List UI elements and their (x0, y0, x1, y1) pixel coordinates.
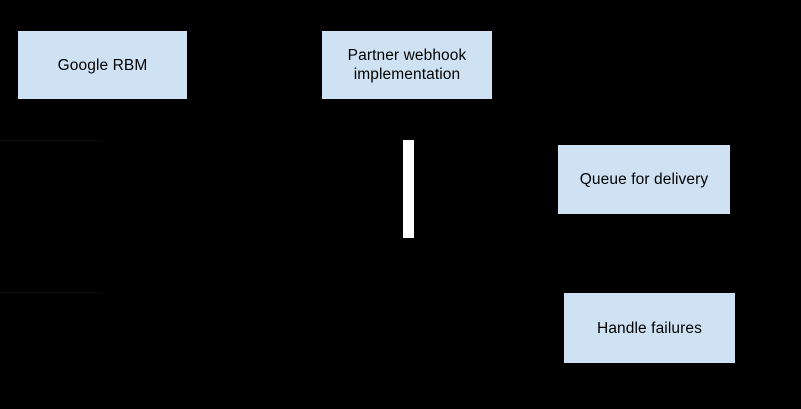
faint-rule-upper (0, 140, 103, 141)
node-partner-webhook-implementation[interactable]: Partner webhook implementation (322, 31, 492, 99)
vertical-connector-line (403, 140, 414, 238)
node-queue-for-delivery[interactable]: Queue for delivery (558, 145, 730, 214)
faint-rule-lower (0, 292, 103, 293)
node-handle-failures[interactable]: Handle failures (564, 293, 735, 363)
node-google-rbm[interactable]: Google RBM (18, 31, 187, 99)
